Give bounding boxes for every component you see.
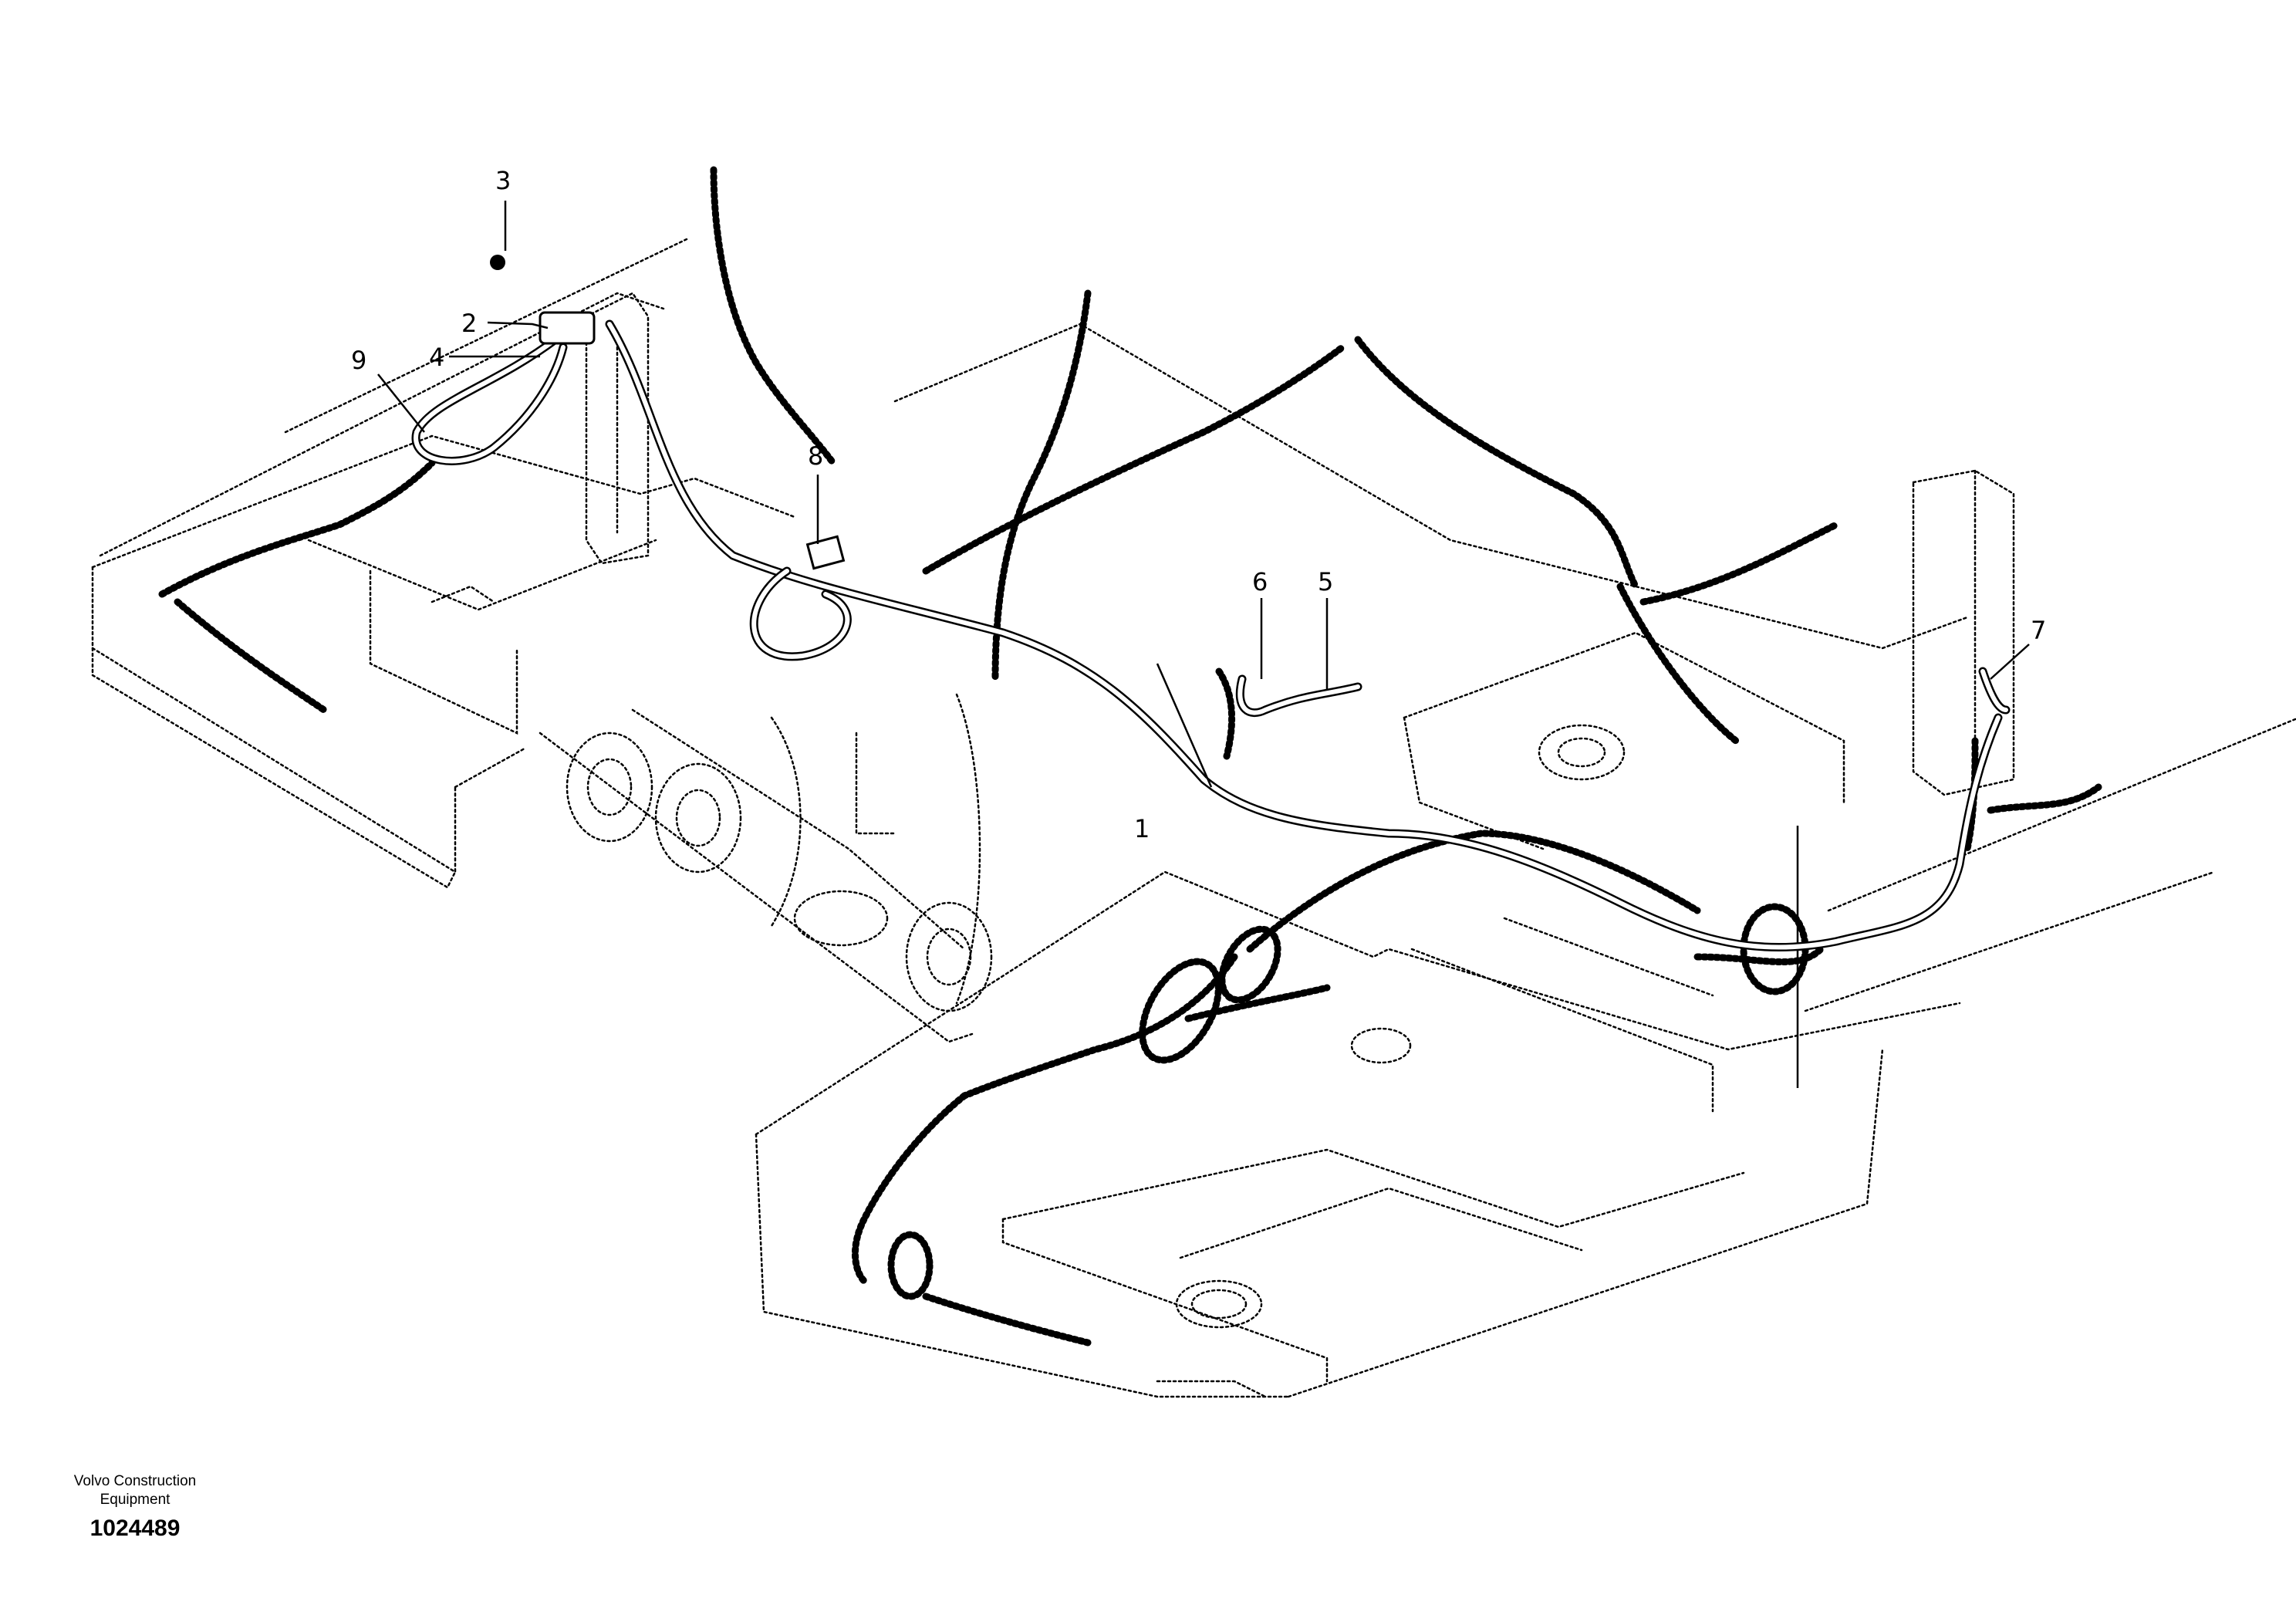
connector-8-shape bbox=[805, 535, 846, 570]
callout-1: 1 bbox=[1134, 814, 1150, 843]
callout-leaders bbox=[377, 201, 2030, 788]
callout-6: 6 bbox=[1252, 567, 1268, 596]
connector-2-shape bbox=[539, 311, 596, 345]
company-line-1: Volvo Construction bbox=[73, 1473, 197, 1489]
callout-8: 8 bbox=[808, 441, 823, 471]
callout-9: 9 bbox=[351, 346, 366, 375]
company-line-2: Equipment bbox=[100, 1492, 171, 1508]
callout-5: 5 bbox=[1318, 567, 1333, 596]
existing-harness-lines bbox=[158, 166, 2102, 1347]
callout-labels: 3 2 4 9 8 6 5 7 1 bbox=[351, 166, 2046, 843]
bolt-3-shape bbox=[490, 255, 505, 270]
callout-7: 7 bbox=[2031, 616, 2046, 645]
callout-3: 3 bbox=[495, 166, 511, 195]
drawing-number: 1024489 bbox=[89, 1516, 181, 1541]
callout-2: 2 bbox=[461, 309, 477, 338]
callout-4: 4 bbox=[429, 343, 444, 372]
main-harness bbox=[411, 319, 2011, 952]
company-name: Volvo Construction Equipment bbox=[46, 1472, 224, 1509]
